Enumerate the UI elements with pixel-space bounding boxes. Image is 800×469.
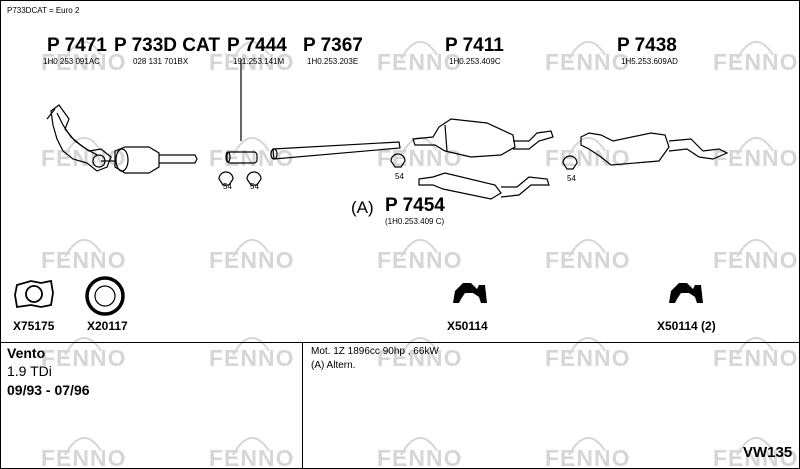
watermark: FENNO	[41, 137, 127, 172]
watermark: FENNO	[545, 137, 631, 172]
watermark-swoosh-icon	[568, 239, 606, 258]
ring-gasket-drawing	[85, 276, 125, 316]
watermark: FENNO	[41, 239, 127, 274]
watermark-swoosh-icon	[64, 239, 102, 258]
fitting-label-hanger-2: X50114 (2)	[657, 319, 716, 333]
rear-silencer-drawing	[580, 132, 729, 166]
front-pipe-drawing	[46, 104, 115, 172]
vehicle-years: 09/93 - 07/96	[7, 382, 90, 398]
watermark-swoosh-icon	[64, 137, 102, 156]
alt-prefix: (A)	[351, 198, 374, 217]
hanger-drawing-1	[453, 283, 487, 303]
watermark-swoosh-icon	[232, 41, 270, 60]
part-number-alt-silencer: P 7454	[385, 195, 445, 216]
watermark-swoosh-icon	[568, 437, 606, 456]
watermark-swoosh-icon	[64, 41, 102, 60]
watermark: FENNO	[209, 337, 295, 372]
part-number-front-pipe: P 7471	[47, 35, 107, 56]
watermark: FENNO	[41, 437, 127, 468]
watermark: FENNO	[41, 41, 127, 76]
watermark: FENNO	[713, 239, 799, 274]
part-ref-intermediate-pipe: 1H0.253.203E	[307, 57, 359, 66]
watermark: FENNO	[545, 41, 631, 76]
alt-silencer-drawing	[418, 172, 550, 200]
watermark: FENNO	[545, 437, 631, 468]
clamp-tag-4: 54	[567, 174, 576, 183]
sleeve-drawing	[225, 59, 258, 164]
watermark: FENNO	[713, 337, 799, 372]
watermark-swoosh-icon	[400, 239, 438, 258]
part-ref-front-pipe: 1H0 253 091AC	[43, 57, 100, 66]
watermark-swoosh-icon	[736, 337, 774, 356]
fitting-label-hanger-1: X50114	[447, 319, 488, 333]
part-number-rear-silencer: P 7438	[617, 35, 677, 56]
part-ref-catalyst: 028 131 701BX	[133, 57, 189, 66]
part-ref-sleeve: 191.253.141M	[233, 57, 285, 66]
watermark: FENNO	[377, 41, 463, 76]
part-ref-middle-silencer: 1H0.253.409C	[449, 57, 501, 66]
watermark: FENNO	[545, 239, 631, 274]
watermark: FENNO	[377, 239, 463, 274]
watermark-swoosh-icon	[736, 239, 774, 258]
clamp-tag-1: 54	[223, 182, 232, 191]
part-number-catalyst: P 733D CAT	[114, 35, 220, 56]
info-divider-horizontal	[1, 342, 799, 343]
watermark-swoosh-icon	[400, 337, 438, 356]
part-ref-alt-silencer: (1H0.253.409 C)	[385, 217, 445, 226]
watermark: FENNO	[713, 137, 799, 172]
watermark-swoosh-icon	[568, 337, 606, 356]
clamp-tag-3: 54	[395, 172, 404, 181]
vehicle-model: Vento	[7, 345, 46, 361]
watermark-swoosh-icon	[736, 41, 774, 60]
watermark-swoosh-icon	[64, 437, 102, 456]
watermark-swoosh-icon	[64, 337, 102, 356]
watermark-swoosh-icon	[568, 41, 606, 60]
watermark-swoosh-icon	[400, 437, 438, 456]
watermark-swoosh-icon	[736, 437, 774, 456]
info-divider-vertical	[302, 342, 303, 468]
watermark: FENNO	[41, 337, 127, 372]
fitting-label-ring-gasket: X20117	[87, 319, 128, 333]
hanger-drawing-2	[669, 283, 703, 303]
watermark: FENNO	[209, 41, 295, 76]
part-number-intermediate-pipe: P 7367	[303, 35, 363, 56]
watermark-swoosh-icon	[400, 41, 438, 60]
watermark: FENNO	[377, 337, 463, 372]
gasket-drawing	[14, 279, 54, 309]
part-number-middle-silencer: P 7411	[445, 35, 504, 56]
alternative-note: (A) Altern.	[311, 360, 356, 371]
watermark-swoosh-icon	[568, 137, 606, 156]
part-number-sleeve: P 7444	[227, 35, 287, 56]
watermark-swoosh-icon	[232, 137, 270, 156]
fitting-label-gasket: X75175	[13, 319, 55, 333]
catalogue-code: VW135	[743, 444, 793, 461]
watermark: FENNO	[713, 41, 799, 76]
watermark-swoosh-icon	[232, 239, 270, 258]
intermediate-pipe-drawing	[270, 141, 401, 160]
catalyst-drawing	[114, 146, 198, 174]
vehicle-engine: 1.9 TDi	[7, 363, 52, 379]
clamp-tag-2: 54	[250, 182, 259, 191]
part-ref-rear-silencer: 1H5.253.609AD	[621, 57, 678, 66]
watermark: FENNO	[545, 337, 631, 372]
engine-note: Mot. 1Z 1896cc 90hp , 66kW	[311, 346, 439, 357]
clamp-drawings	[218, 153, 578, 186]
watermark-swoosh-icon	[232, 437, 270, 456]
euro-note: P733DCAT = Euro 2	[7, 6, 80, 15]
watermark: FENNO	[713, 437, 799, 468]
watermark-swoosh-icon	[232, 337, 270, 356]
middle-silencer-drawing	[412, 118, 554, 158]
watermark: FENNO	[209, 239, 295, 274]
watermark: FENNO	[209, 437, 295, 468]
watermark: FENNO	[377, 437, 463, 468]
watermark-swoosh-icon	[736, 137, 774, 156]
